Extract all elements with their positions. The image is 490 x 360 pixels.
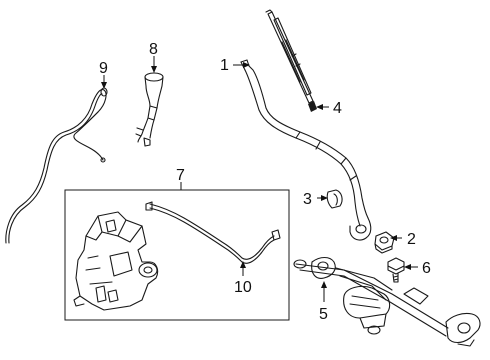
callout-7: 7: [176, 167, 185, 184]
callout-9: 9: [99, 60, 108, 77]
callout-3: 3: [303, 191, 312, 208]
leader-lines: [101, 56, 418, 302]
cap-part: [326, 189, 343, 209]
washer-reservoir-part: [73, 211, 159, 311]
washer-hose-part: [5, 87, 108, 244]
callout-8: 8: [149, 41, 158, 58]
callout-4: 4: [333, 100, 342, 117]
reservoir-group-box: [64, 189, 290, 321]
callout-2: 2: [407, 231, 416, 248]
callout-1: 1: [220, 57, 229, 74]
wiper-linkage-motor-part: [293, 256, 481, 347]
bolt-part: [387, 257, 405, 283]
nut-part: [374, 231, 395, 254]
filler-neck-part: [135, 72, 164, 147]
callout-5: 5: [319, 306, 328, 323]
wiper-blade-part: [265, 9, 317, 112]
washer-tube-part: [145, 201, 281, 264]
wiper-arm-part: [240, 59, 372, 241]
callout-10: 10: [234, 279, 252, 296]
callout-6: 6: [422, 260, 431, 277]
